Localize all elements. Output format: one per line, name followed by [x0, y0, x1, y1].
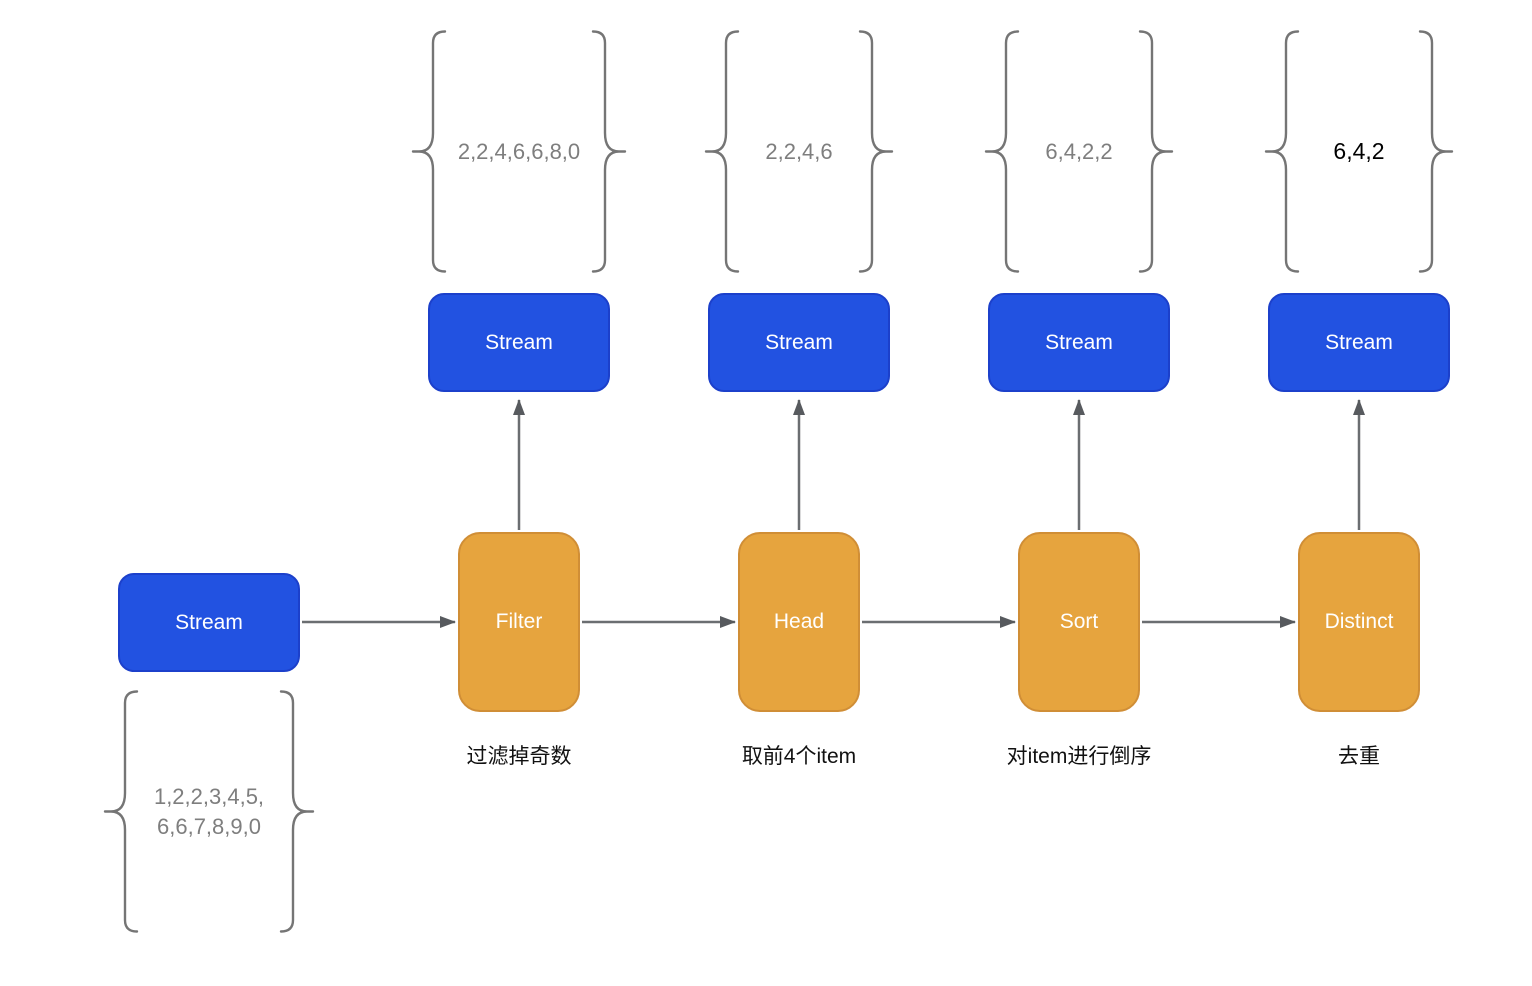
- node-stream-after-head: Stream: [708, 293, 890, 392]
- values-text-line2: 6,6,7,8,9,0: [157, 813, 261, 839]
- curly-brace-right-icon: [858, 30, 894, 273]
- node-head: Head: [738, 532, 860, 712]
- sort-output-values: 6,4,2,2: [979, 30, 1179, 273]
- values-text-line1: 1,2,2,3,4,5,: [153, 783, 265, 809]
- filter-output-brace: [411, 30, 627, 273]
- node-label: Stream: [765, 330, 833, 354]
- distinct-output-brace: [1264, 30, 1454, 273]
- source-values-brace: [103, 690, 315, 933]
- source-values: 1,2,2,3,4,5, 6,6,7,8,9,0: [109, 690, 309, 933]
- curly-brace-left-icon: [704, 30, 740, 273]
- note-filter: 过滤掉奇数: [466, 745, 572, 768]
- values-text: 2,2,4,6: [765, 138, 833, 164]
- node-label: Stream: [1325, 330, 1393, 354]
- note-head: 取前4个item: [741, 745, 857, 768]
- node-label: Stream: [1045, 330, 1113, 354]
- node-label: Sort: [1059, 610, 1099, 633]
- curly-brace-right-icon: [279, 690, 315, 933]
- sort-output-brace: [984, 30, 1174, 273]
- node-stream-after-sort: Stream: [988, 293, 1170, 392]
- node-label: Stream: [485, 330, 553, 354]
- values-text: 6,4,2,2: [1045, 138, 1113, 164]
- curly-brace-right-icon: [591, 30, 627, 273]
- note-distinct: 去重: [1338, 745, 1380, 768]
- curly-brace-right-icon: [1138, 30, 1174, 273]
- head-output-values: 2,2,4,6: [699, 30, 899, 273]
- node-distinct: Distinct: [1298, 532, 1420, 712]
- curly-brace-left-icon: [103, 690, 139, 933]
- note-sort: 对item进行倒序: [1006, 745, 1152, 768]
- node-label: Stream: [175, 610, 243, 634]
- head-output-brace: [704, 30, 894, 273]
- curly-brace-left-icon: [984, 30, 1020, 273]
- node-label: Filter: [495, 610, 543, 633]
- node-stream-after-filter: Stream: [428, 293, 610, 392]
- distinct-output-values: 6,4,2: [1259, 30, 1459, 273]
- node-filter: Filter: [458, 532, 580, 712]
- node-label: Distinct: [1324, 610, 1394, 633]
- values-text: 2,2,4,6,6,8,0: [457, 138, 581, 164]
- node-sort: Sort: [1018, 532, 1140, 712]
- values-text: 6,4,2: [1333, 137, 1385, 164]
- node-stream-after-distinct: Stream: [1268, 293, 1450, 392]
- curly-brace-left-icon: [411, 30, 447, 273]
- curly-brace-right-icon: [1418, 30, 1454, 273]
- curly-brace-left-icon: [1264, 30, 1300, 273]
- node-label: Head: [773, 610, 825, 633]
- filter-output-values: 2,2,4,6,6,8,0: [419, 30, 619, 273]
- node-stream-source: Stream: [118, 573, 300, 672]
